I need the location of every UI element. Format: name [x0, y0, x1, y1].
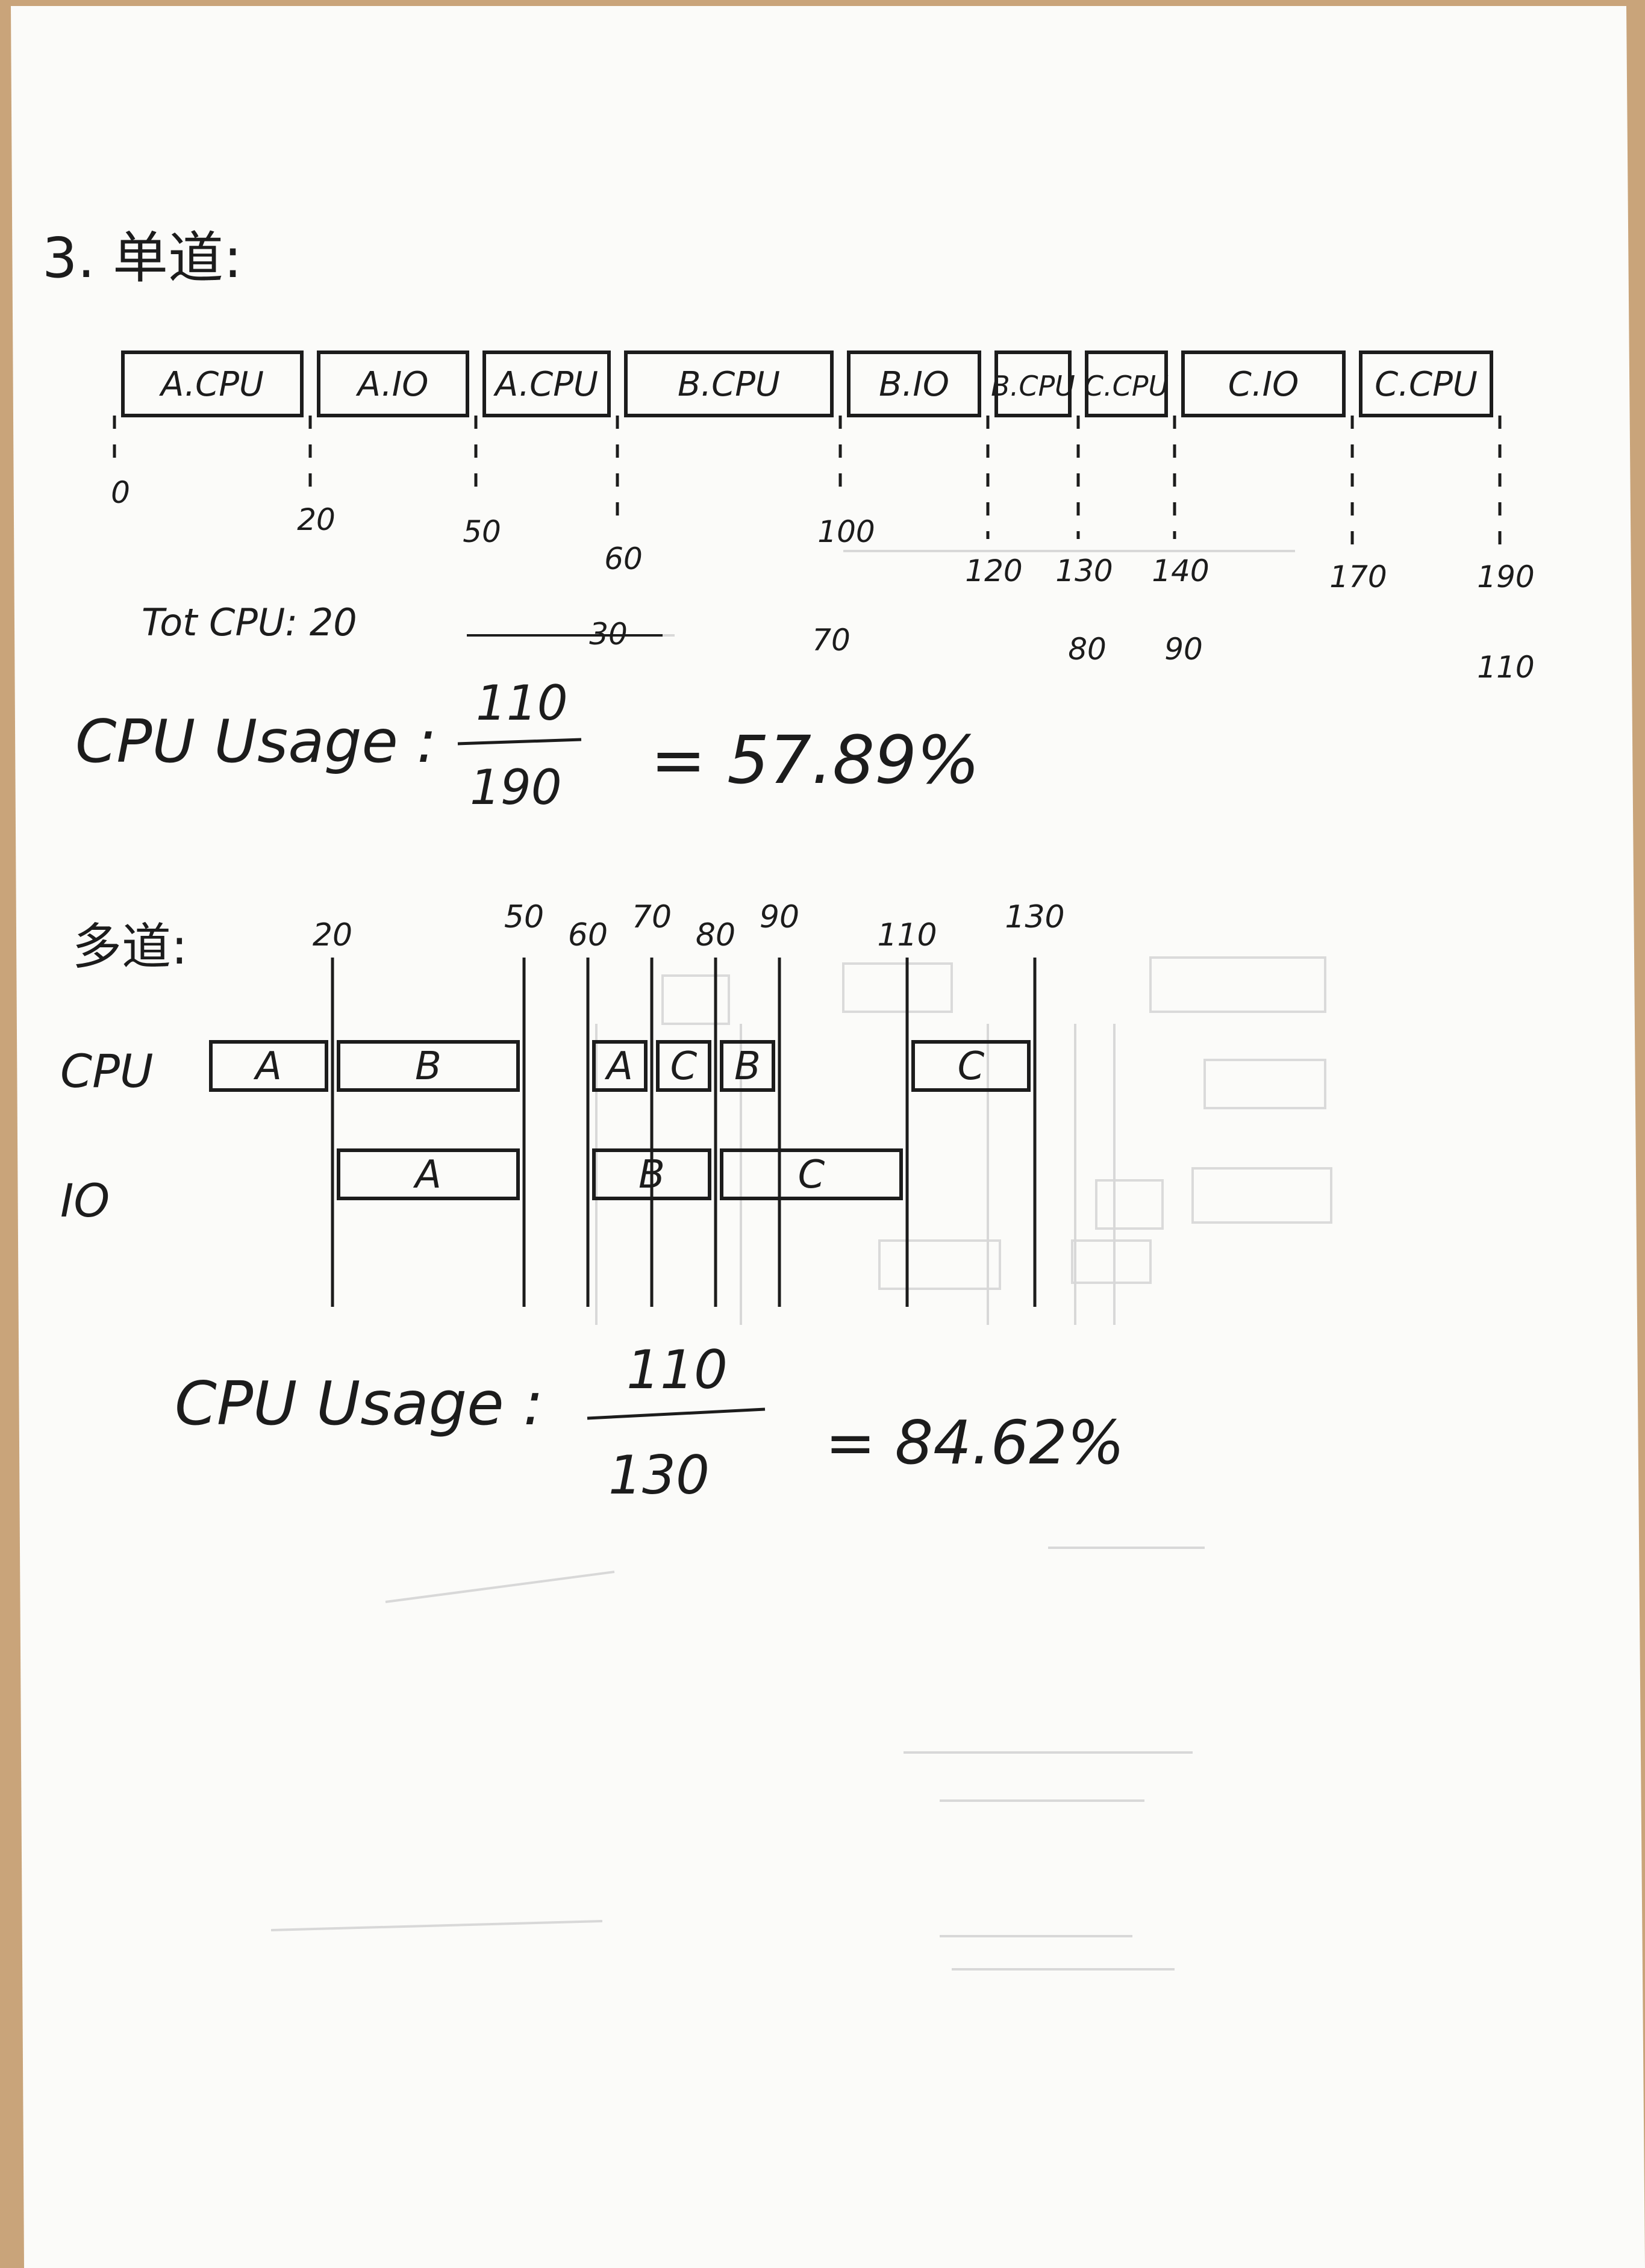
single-block-label: A.CPU	[493, 365, 598, 404]
single-block-label: B.CPU	[991, 370, 1075, 402]
multi-cpu-block	[656, 1040, 711, 1092]
multi-cpu-block-label: A	[604, 1044, 633, 1089]
single-block-label: C.CPU	[1375, 365, 1478, 404]
single-block	[624, 350, 834, 417]
single-cumulative-label: 90	[1164, 632, 1203, 667]
multi-numerator: 110	[626, 1339, 728, 1401]
single-tick-label: 190	[1477, 559, 1534, 594]
single-fraction-bar	[457, 738, 582, 746]
multi-result: = 84.62%	[825, 1407, 1125, 1478]
tot-cpu-note: Tot CPU: 20	[142, 600, 357, 644]
multi-tick-label: 90	[760, 899, 799, 935]
single-block	[1085, 350, 1168, 417]
multi-cpu-block-label: C	[670, 1044, 698, 1089]
multi-tick-label: 80	[696, 917, 735, 953]
multi-cpu-block-label: A	[253, 1044, 282, 1089]
single-block-label: C.IO	[1228, 365, 1299, 404]
single-tick-label: 50	[463, 514, 501, 549]
single-result: = 57.89%	[651, 721, 980, 799]
single-block-label: B.CPU	[678, 365, 780, 404]
single-block	[1181, 350, 1346, 417]
multi-tick-label: 20	[313, 917, 352, 953]
single-tick-label: 20	[297, 502, 336, 537]
multi-io-block	[720, 1148, 903, 1200]
multi-usage-label: CPU Usage :	[175, 1368, 543, 1439]
multi-io-block-label: A	[413, 1153, 442, 1197]
single-usage-label: CPU Usage :	[75, 708, 437, 776]
multi-heading: 多道:	[72, 918, 188, 976]
multi-tick-label: 60	[568, 917, 608, 953]
single-block-label: C.CPU	[1084, 370, 1169, 402]
single-timeline: A.CPU A.IO A.CPU B.CPU B.IO B.CPU C.CPU C.IO C.C…	[111, 350, 1535, 685]
multi-tick-label: 70	[632, 899, 672, 935]
single-numerator: 110	[476, 675, 568, 731]
single-cumulative-label: 110	[1477, 650, 1534, 685]
multi-cpu-block-label: B	[415, 1044, 442, 1089]
multi-cpu-row-label: CPU	[60, 1044, 154, 1098]
multi-io-row-label: IO	[60, 1174, 110, 1227]
multi-cpu-block	[592, 1040, 648, 1092]
single-tick-label: 120	[965, 553, 1022, 588]
single-tick-label: 140	[1152, 553, 1209, 588]
single-block-label: A.IO	[356, 365, 429, 404]
multi-io-block-label: C	[798, 1153, 825, 1197]
single-cumulative-label: 70	[812, 623, 851, 658]
single-block	[847, 350, 981, 417]
single-block-label: B.IO	[879, 365, 949, 404]
single-block-label: A.CPU	[159, 365, 264, 404]
multi-cpu-block-label: B	[734, 1044, 761, 1089]
single-tick-label: 60	[604, 541, 643, 576]
multi-cpu-block-label: C	[958, 1044, 985, 1089]
multi-tick-label: 110	[877, 917, 937, 953]
multi-cpu-block	[209, 1040, 328, 1092]
single-heading: 3. 单道:	[42, 226, 242, 290]
single-block	[121, 350, 304, 417]
multi-denominator: 130	[608, 1444, 710, 1506]
single-tick-label: 130	[1055, 553, 1113, 588]
single-block	[1359, 350, 1493, 417]
single-block	[317, 350, 469, 417]
multi-cpu-block	[911, 1040, 1031, 1092]
multi-tick-label: 50	[504, 899, 544, 935]
single-tick-label: 170	[1329, 559, 1387, 594]
multi-cpu-block	[720, 1040, 775, 1092]
multi-tick-label: 130	[1005, 899, 1064, 935]
paper-sheet	[11, 6, 1645, 2268]
multi-cpu-block	[337, 1040, 520, 1092]
single-denominator: 190	[470, 759, 562, 815]
single-tick-label: 100	[817, 514, 875, 549]
multi-fraction-bar	[587, 1407, 766, 1420]
single-tick-label: 0	[111, 475, 130, 510]
multi-io-block	[337, 1148, 520, 1200]
single-block	[482, 350, 611, 417]
single-block	[994, 350, 1072, 417]
bleed-through-marks	[270, 550, 1332, 1970]
single-cumulative-label: 80	[1068, 632, 1107, 667]
